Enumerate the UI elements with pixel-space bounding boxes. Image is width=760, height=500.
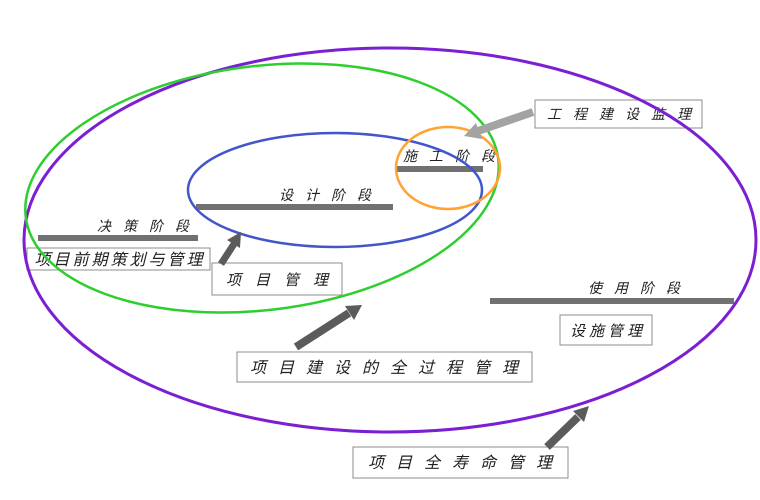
whole-life-arrow-shaft	[544, 414, 581, 450]
construction-supervision-label: 工程建设监理	[547, 107, 703, 123]
project-management-box: 项目管理	[211, 262, 343, 296]
facility-management-box-border	[559, 314, 653, 346]
project-management-box-border	[211, 262, 343, 296]
construction-whole-process-ellipse	[24, 62, 500, 314]
whole-process-arrow-head	[345, 305, 362, 320]
whole-process-arrow-shaft	[293, 309, 352, 351]
whole-process-arrow	[293, 305, 362, 351]
construction-supervision-circle	[394, 125, 502, 211]
design-phase-bar	[196, 204, 393, 210]
construction-phase-label: 施工阶段	[403, 149, 507, 165]
construction-phase-bar	[397, 166, 483, 172]
project-management-arrow-head	[227, 232, 241, 248]
project-management-label: 项目管理	[226, 271, 342, 289]
supervision-arrow-head	[464, 123, 482, 139]
design-phase-label: 设计阶段	[279, 188, 383, 204]
pre-planning-label: 项目前期策划与管理	[34, 250, 205, 269]
facility-management-box: 设施管理	[559, 314, 653, 346]
use-phase-label: 使用阶段	[588, 281, 692, 297]
whole-process-management-box-border	[236, 351, 533, 383]
facility-management-label: 设施管理	[570, 322, 646, 340]
whole-process-management-label: 项目建设的全过程管理	[250, 358, 530, 377]
whole-life-management-box: 项目全寿命管理	[352, 446, 569, 479]
whole-life-arrow-head	[573, 406, 589, 422]
decision-phase-bar	[38, 235, 198, 241]
whole-life-management-box-border	[352, 446, 569, 479]
whole-process-management-box: 项目建设的全过程管理	[236, 351, 533, 383]
supervision-arrow	[464, 108, 535, 139]
project-management-arrow	[218, 232, 241, 266]
whole-life-arrow	[544, 406, 589, 450]
supervision-arrow-shaft	[476, 108, 535, 135]
construction-supervision-box-border	[534, 99, 703, 129]
project-management-ellipse	[186, 131, 484, 249]
construction-supervision-box: 工程建设监理	[534, 99, 703, 129]
whole-life-management-label: 项目全寿命管理	[368, 453, 564, 472]
decision-phase-label: 决策阶段	[97, 219, 201, 235]
project-whole-life-ellipse	[22, 46, 758, 434]
use-phase-bar	[490, 298, 734, 304]
project-management-arrow-shaft	[218, 242, 237, 266]
